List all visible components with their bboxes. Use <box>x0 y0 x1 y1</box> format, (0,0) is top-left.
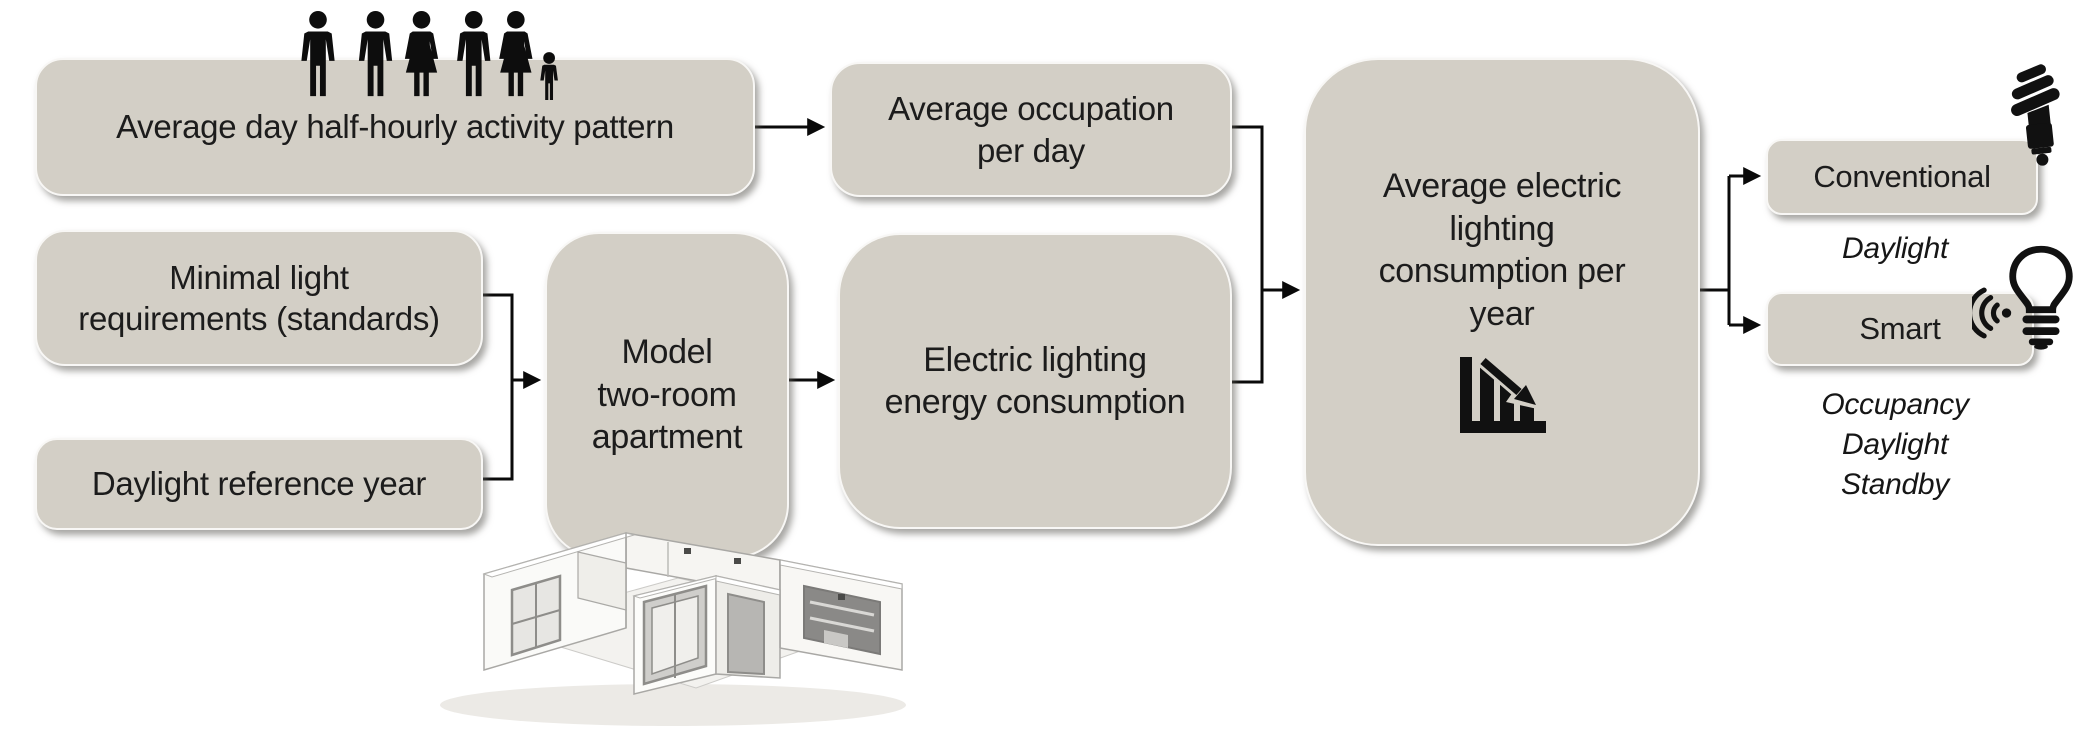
wireless-signal-icon <box>1972 287 2012 339</box>
node-conventional-label: Conventional <box>1813 158 1991 194</box>
declining-bar-chart-icon <box>1460 355 1546 433</box>
node-minimal-light-requirements: Minimal light requirements (standards) <box>35 230 483 366</box>
conventional-mode-label: Daylight <box>1842 232 1948 265</box>
node-model-apartment: Model two-room apartment <box>545 232 789 558</box>
smart-mode-occupancy: Occupancy <box>1821 388 1969 421</box>
smart-bulb-icon <box>2009 245 2073 350</box>
node-smart-label: Smart <box>1859 310 1941 346</box>
smart-modes-list: Occupancy Daylight Standby <box>1780 385 2010 505</box>
node-electric-lighting-consumption-label: Electric lighting energy consumption <box>884 340 1186 422</box>
node-daylight-reference-year: Daylight reference year <box>35 438 483 530</box>
node-average-consumption-per-year: Average electric lighting consumption pe… <box>1304 58 1700 546</box>
family-icon <box>457 10 558 101</box>
node-occupation-per-day: Average occupation per day <box>830 62 1232 197</box>
node-activity-pattern: Average day half-hourly activity pattern <box>35 58 755 196</box>
node-average-consumption-per-year-label: Average electric lighting consumption pe… <box>1378 167 1626 333</box>
node-activity-pattern-label: Average day half-hourly activity pattern <box>116 108 674 146</box>
node-minimal-light-requirements-label: Minimal light requirements (standards) <box>78 258 440 337</box>
node-smart-lighting: Smart <box>1766 292 2034 366</box>
apartment-3d-model-image <box>440 532 906 726</box>
couple-icon <box>358 10 439 97</box>
node-model-apartment-label: Model two-room apartment <box>591 333 743 457</box>
node-electric-lighting-consumption: Electric lighting energy consumption <box>838 233 1232 529</box>
cfl-bulb-icon <box>2011 64 2060 166</box>
node-occupation-per-day-label: Average occupation per day <box>888 90 1174 169</box>
node-daylight-reference-year-label: Daylight reference year <box>91 465 427 503</box>
smart-mode-daylight: Daylight <box>1842 428 1948 461</box>
person-icon <box>301 10 335 97</box>
node-conventional-lighting: Conventional <box>1766 139 2038 215</box>
smart-mode-standby: Standby <box>1841 468 1949 501</box>
